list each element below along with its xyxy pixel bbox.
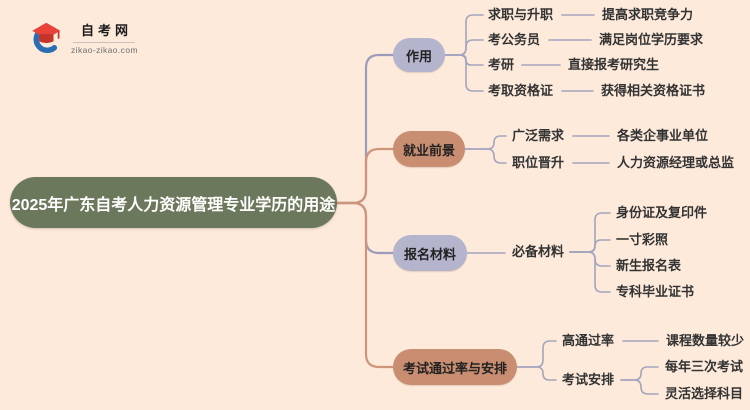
grandchild-node-label: 提高求职竞争力 <box>602 7 694 22</box>
grandchild-node-label: 身份证及复印件 <box>616 205 708 220</box>
child-node-label: 职位晋升 <box>512 155 565 170</box>
grandchild-node-label: 每年三次考试 <box>665 359 744 374</box>
connector-line <box>569 239 611 253</box>
branch-pill: 作用 <box>393 38 445 72</box>
child-node-label: 考公务员 <box>488 32 541 47</box>
child-node-label: 考试安排 <box>562 372 615 387</box>
branch-pill: 考试通过率与安排 <box>393 349 517 385</box>
logo: 自考网 zikao-zikao.com <box>28 20 138 55</box>
connector-line <box>516 340 557 368</box>
grandchild-node-label: 灵活选择科目 <box>665 386 744 401</box>
connector-line <box>444 39 484 56</box>
connector-line <box>569 251 611 293</box>
connector-line <box>569 212 611 253</box>
connector-line <box>620 379 659 395</box>
connector-line <box>620 366 659 381</box>
connector-line <box>335 147 395 205</box>
grandchild-node-label: 人力资源经理或总监 <box>617 155 735 170</box>
connector-line <box>464 148 507 164</box>
root-topic-node: 2025年广东自考人力资源管理专业学历的用途 <box>10 177 337 228</box>
child-node-label: 必备材料 <box>512 244 565 259</box>
child-node-label: 考研 <box>488 57 515 72</box>
site-name: 自考网 <box>80 23 132 38</box>
grandchild-node-label: 专科毕业证书 <box>616 284 695 299</box>
grandchild-node-label: 新生报名表 <box>616 258 682 273</box>
grandchild-node-label: 课程数量较少 <box>666 333 745 348</box>
grandchild-node-label: 满足岗位学历要求 <box>599 32 704 47</box>
branch-pill: 就业前景 <box>393 131 465 167</box>
branch-pill: 报名材料 <box>393 235 467 271</box>
child-node-label: 求职与升职 <box>488 7 554 22</box>
grandchild-node-label: 各类企事业单位 <box>617 128 709 143</box>
site-url: zikao-zikao.com <box>71 45 138 55</box>
connector-line <box>464 135 507 150</box>
child-node-label: 广泛需求 <box>512 128 565 143</box>
connector-line <box>569 251 611 267</box>
graduation-cap-icon <box>32 22 61 53</box>
grandchild-node-label: 获得相关资格证书 <box>601 83 706 98</box>
connector-line <box>444 54 484 92</box>
child-node-label: 高通过率 <box>562 333 615 348</box>
connector-line <box>444 14 484 56</box>
child-node-label: 考取资格证 <box>488 83 554 98</box>
connector-line <box>516 366 557 381</box>
logo-divider <box>73 42 136 43</box>
grandchild-node-label: 一寸彩照 <box>616 232 669 247</box>
grandchild-node-label: 直接报考研究生 <box>568 57 660 72</box>
connector-line <box>335 201 395 369</box>
